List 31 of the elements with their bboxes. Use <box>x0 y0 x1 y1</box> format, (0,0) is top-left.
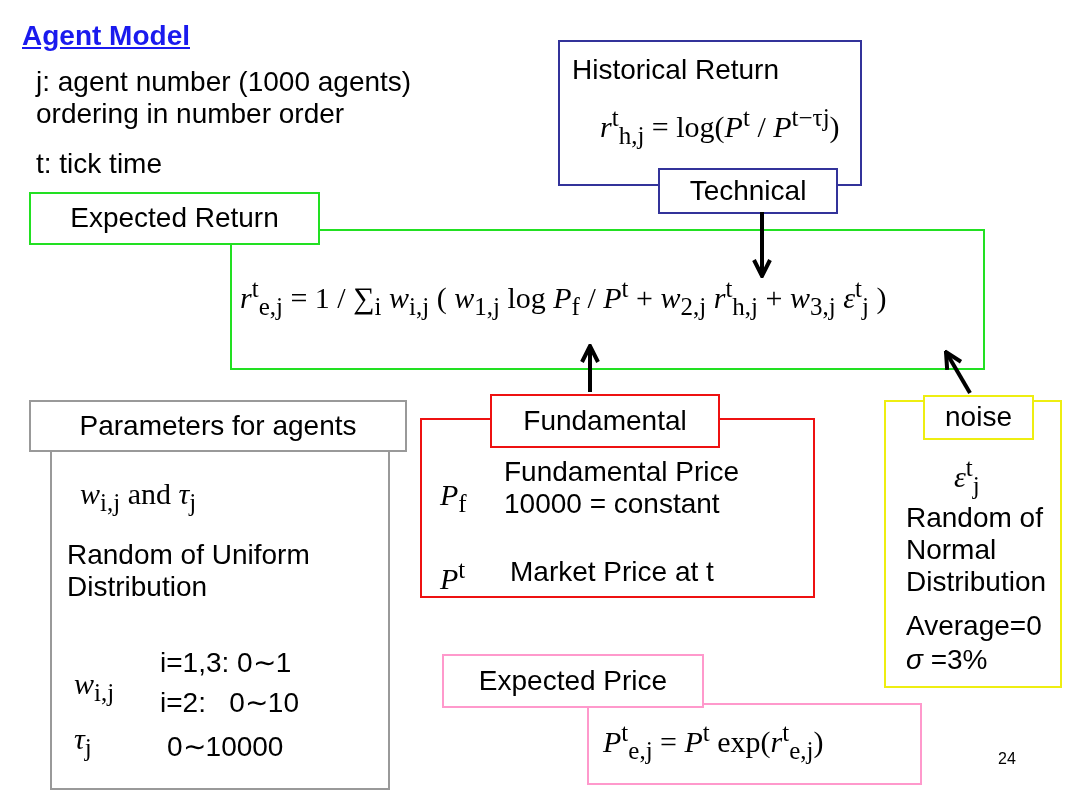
formula: P$_{f}$ <box>440 478 467 519</box>
tab-label: Technical <box>658 168 838 214</box>
formula: r$^{t}$$_{e,j}$ = 1 / ∑$_{i}$ w$_{i,j}$ ( w$_{1,j}$ log P$_{f}$ / P$^{t}$ + w$_{2,j}$ r$^{t}$$_{h,j}$ + w$_{3,j}$ ε$^{t}$$_{j}$ ) <box>240 275 887 322</box>
formula: P$^{t}$$_{e,j}$ = P$^{t}$ exp(r$^{t}$$_{e,j}$) <box>603 719 824 766</box>
body-text: Fundamental Price 10000 = constant <box>504 456 740 521</box>
definition-text: t: tick time <box>36 148 162 181</box>
body-text: Market Price at t <box>510 556 714 589</box>
tab-label: Fundamental <box>490 394 720 448</box>
range-text: i=2: 0∼10 <box>160 687 299 720</box>
range-text: i=1,3: 0∼1 <box>160 647 292 680</box>
definition-text: j: agent number (1000 agents) ordering in number order <box>36 66 413 131</box>
page-number: 24 <box>998 750 1016 769</box>
body-text: σ =3% <box>906 644 988 677</box>
formula: τ$_{j}$ <box>74 722 92 763</box>
tab-label: Parameters for agents <box>29 400 407 452</box>
tab-label: Expected Price <box>442 654 704 708</box>
tab-label: Expected Return <box>29 192 320 245</box>
title: Agent Model <box>22 20 190 53</box>
body-text: Random of Normal Distribution <box>906 502 1048 599</box>
formula: w$_{i,j}$ <box>74 667 115 708</box>
formula: r$^{t}$$_{h,j}$ = log(P$^{t}$ / P$^{t−τj}$) <box>600 104 840 151</box>
body-text: Average=0 <box>906 610 1042 643</box>
arrow <box>752 212 772 278</box>
arrow <box>944 350 972 394</box>
arrow <box>580 344 600 392</box>
tab-label: noise <box>923 395 1034 440</box>
range-text: 0∼10000 <box>167 731 284 764</box>
body-text: Random of Uniform Distribution <box>67 539 311 604</box>
formula: P$^{t}$ <box>440 556 466 597</box>
box-heading: Historical Return <box>572 54 779 87</box>
formula: w$_{i,j}$ and τ$_{j}$ <box>80 477 197 518</box>
